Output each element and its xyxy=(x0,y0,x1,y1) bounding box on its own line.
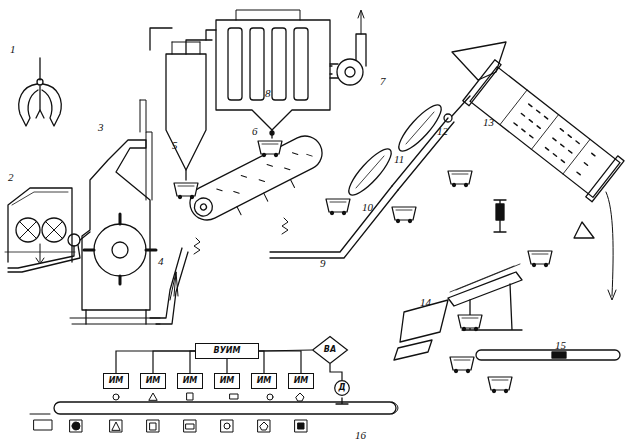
callout-number: 16 xyxy=(355,430,366,441)
node-label: ИМ xyxy=(183,377,198,385)
magnetic-separator xyxy=(343,100,454,201)
drum-screen xyxy=(452,42,624,300)
cyclone xyxy=(150,28,212,180)
callout-number: 2 xyxy=(8,172,14,183)
callout-number: 13 xyxy=(483,117,494,128)
signal-line xyxy=(116,351,195,373)
sensor-circle: Д xyxy=(334,380,350,396)
bag-filter xyxy=(206,10,332,138)
node-label: ВА xyxy=(324,346,336,354)
grapple xyxy=(19,58,61,126)
drum-separator xyxy=(184,130,332,234)
collection-bin xyxy=(174,141,552,393)
actuator-box: ИМ xyxy=(177,373,203,389)
node-label: ИМ xyxy=(257,377,272,385)
node-label: ИМ xyxy=(294,377,309,385)
shredder xyxy=(5,188,90,272)
hammer-crusher xyxy=(70,100,160,324)
actuator-box: ИМ xyxy=(103,373,129,389)
actuator-box: ИМ xyxy=(288,373,314,389)
callout-number: 14 xyxy=(420,297,431,308)
callout-number: 9 xyxy=(320,258,326,269)
actuator-box: ИМ xyxy=(214,373,240,389)
sorting-conveyor xyxy=(30,393,398,432)
signal-line xyxy=(259,350,312,351)
node-label: Д xyxy=(338,384,345,392)
callout-number: 5 xyxy=(172,140,178,151)
signal-line xyxy=(330,364,342,380)
callout-number: 11 xyxy=(394,154,404,165)
signal-line xyxy=(259,351,301,373)
callout-number: 10 xyxy=(362,202,373,213)
vibrating-table xyxy=(394,264,522,360)
callout-number: 8 xyxy=(265,88,271,99)
control-unit-box: ВУИМ xyxy=(195,343,259,359)
signal-line xyxy=(153,351,195,373)
exhaust-fan xyxy=(330,10,366,85)
callout-number: 1 xyxy=(10,44,16,55)
belt-conveyor xyxy=(476,350,620,360)
callout-number: 3 xyxy=(98,122,104,133)
node-label: ВУИМ xyxy=(214,347,241,355)
belt-conveyor xyxy=(270,186,398,258)
node-label: ИМ xyxy=(220,377,235,385)
callout-number: 4 xyxy=(158,256,164,267)
node-label: ИМ xyxy=(146,377,161,385)
signal-line xyxy=(259,351,264,373)
belt-conveyor xyxy=(150,248,188,324)
actuator-box: ИМ xyxy=(140,373,166,389)
node-label: ИМ xyxy=(109,377,124,385)
callout-number: 15 xyxy=(555,340,566,351)
callout-number: 12 xyxy=(437,126,448,137)
roller xyxy=(444,96,470,122)
analyzer-diamond: ВА xyxy=(312,336,348,364)
callout-number: 6 xyxy=(252,126,258,137)
callout-number: 7 xyxy=(380,76,386,87)
actuator-box: ИМ xyxy=(251,373,277,389)
